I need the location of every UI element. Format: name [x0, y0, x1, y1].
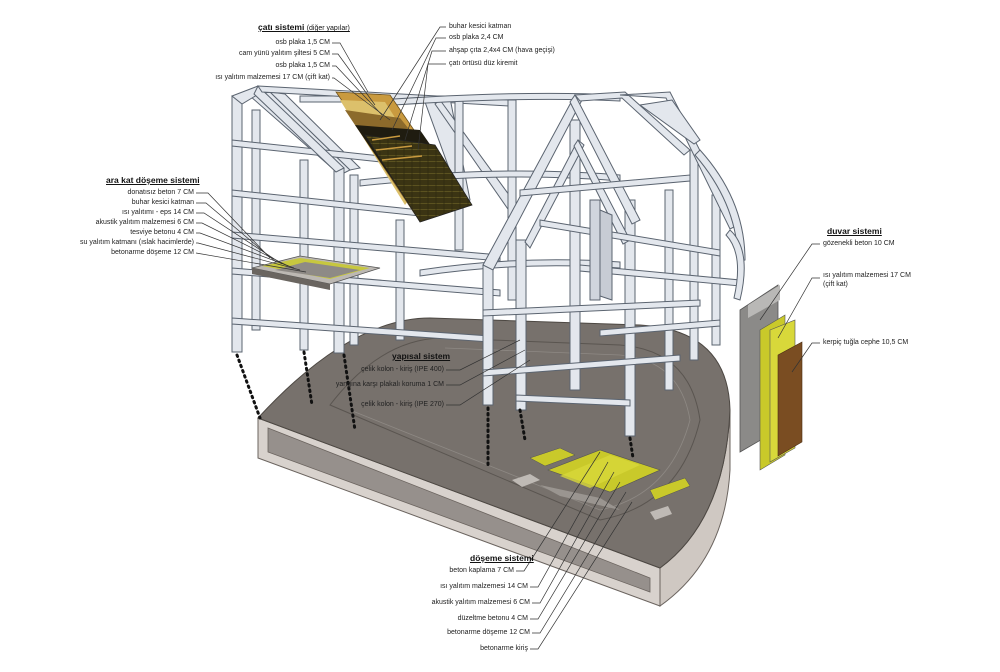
- wall-label-2: ısı yalıtım malzemesi 17 CM: [823, 272, 911, 279]
- wall-label-3: kerpiç tuğla cephe 10,5 CM: [823, 339, 909, 346]
- intermediate-floor-label-3: ısı yalıtımı - eps 14 CM: [122, 209, 194, 216]
- floor-label-4: düzeltme betonu 4 CM: [457, 615, 528, 622]
- floor-label-3: akustik yalıtım malzemesi 6 CM: [431, 599, 530, 606]
- intermediate-floor-label-5: tesviye betonu 4 CM: [130, 229, 194, 236]
- floor-label-1: beton kaplama 7 CM: [449, 567, 514, 574]
- roof-left-label-3: osb plaka 1,5 CM: [275, 62, 330, 69]
- roof-right-label-3: ahşap çıta 2,4x4 CM (hava geçişi): [449, 47, 555, 54]
- roof-left-label-2: cam yünü yalıtım şiltesi 5 CM: [238, 50, 330, 57]
- structural-label-2: yangına karşı plakalı koruma 1 CM: [335, 381, 444, 388]
- wall-label-2b: (çift kat): [823, 281, 848, 288]
- roof-right-label-2: osb plaka 2,4 CM: [449, 34, 504, 41]
- intermediate-floor-label-1: donatısız beton 7 CM: [127, 189, 194, 196]
- roof-layers: [335, 91, 473, 223]
- intermediate-floor-label-7: betonarme döşeme 12 CM: [111, 249, 194, 256]
- intermediate-floor-title: ara kat döşeme sistemi: [106, 175, 200, 185]
- structural-system-title: yapısal sistem: [392, 351, 451, 361]
- floor-label-2: ısı yalıtım malzemesi 14 CM: [440, 583, 528, 590]
- structural-label-1: çelik kolon - kiriş (IPE 400): [361, 366, 444, 373]
- roof-left-label-4: ısı yalıtım malzemesi 17 CM (çift kat): [215, 74, 330, 81]
- intermediate-floor-layers: [251, 255, 381, 290]
- leader-lines: [195, 26, 820, 650]
- floor-label-5: betonarme döşeme 12 CM: [447, 629, 530, 636]
- dotted-column-lines: [235, 350, 635, 467]
- wall-system-title: duvar sistemi: [827, 226, 882, 236]
- intermediate-floor-label-6: su yalıtım katmanı (ıslak hacimlerde): [80, 239, 194, 246]
- roof-system-title: çatı sistemi (diğer yapılar): [258, 22, 350, 32]
- ground-slab: [257, 317, 731, 607]
- wall-label-1: gözenekli beton 10 CM: [823, 240, 895, 247]
- intermediate-floor-label-4: akustik yalıtım malzemesi 6 CM: [95, 219, 194, 226]
- wall-layers: [739, 284, 803, 471]
- roof-left-label-1: osb plaka 1,5 CM: [275, 39, 330, 46]
- floor-label-6: betonarme kiriş: [480, 645, 528, 652]
- structural-label-3: çelik kolon - kiriş (IPE 270): [361, 401, 444, 408]
- floor-system-title: döşeme sistemi: [470, 553, 534, 563]
- roof-right-label-4: çatı örtüsü düz kiremit: [449, 60, 518, 67]
- intermediate-floor-label-2: buhar kesici katman: [131, 199, 194, 206]
- roof-right-label-1: buhar kesici katman: [449, 23, 512, 30]
